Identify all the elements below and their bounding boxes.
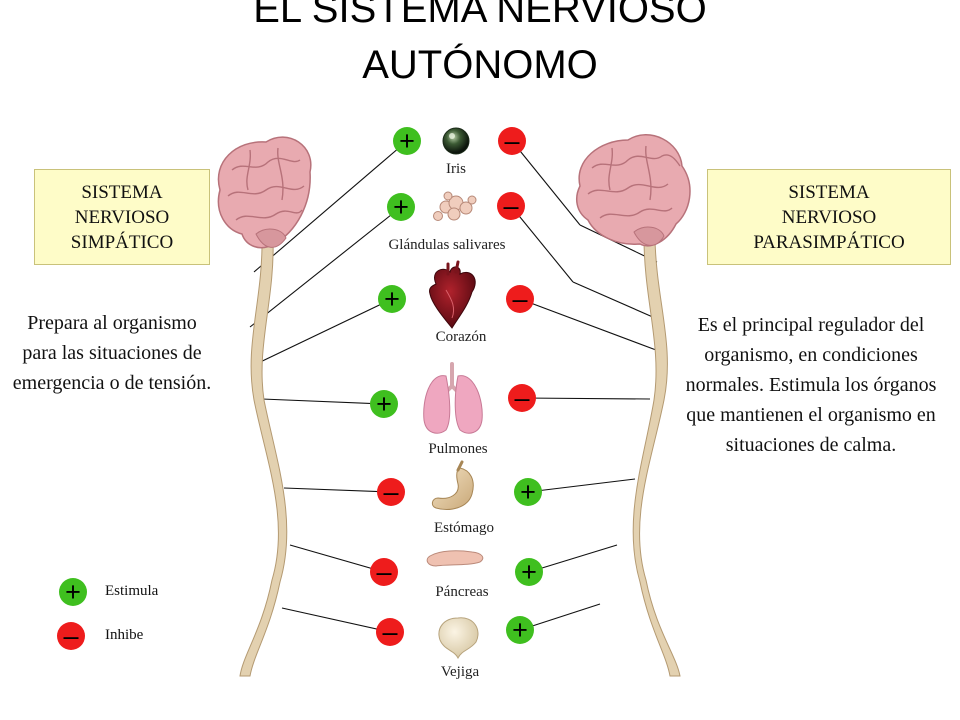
- heart-icon: [429, 260, 476, 329]
- nerve-lines: [249, 140, 658, 633]
- nerve-line-para-bladder: [519, 603, 601, 631]
- svg-text:–: –: [382, 617, 397, 647]
- organ-label-pancreas: Páncreas: [435, 584, 489, 600]
- organ-label-stomach: Estómago: [434, 520, 494, 536]
- badge-symp-lungs: +: [370, 389, 398, 419]
- lungs-icon: [423, 362, 483, 434]
- nerve-line-para-pancreas: [528, 544, 618, 573]
- svg-text:–: –: [504, 126, 519, 156]
- svg-text:–: –: [63, 621, 78, 651]
- nerve-line-symp-stomach: [283, 487, 392, 493]
- organ-label-salivary-glands: Glándulas salivares: [388, 237, 506, 253]
- badges: + – + – + – + – – + – + – + + –: [57, 126, 543, 651]
- badge-symp-heart: +: [378, 284, 406, 314]
- badge-symp-pancreas: –: [370, 557, 398, 587]
- badge-symp-salivary: +: [387, 192, 415, 222]
- badge-para-heart: –: [506, 284, 534, 314]
- svg-text:–: –: [503, 191, 518, 221]
- salivary-glands-icon: [433, 191, 477, 221]
- badge-symp-bladder: –: [376, 617, 404, 647]
- svg-text:–: –: [514, 383, 529, 413]
- svg-text:+: +: [399, 126, 415, 156]
- nerve-line-para-heart: [519, 298, 657, 351]
- badge-symp-iris: +: [393, 126, 421, 156]
- parasympathetic-system-box: SISTEMA NERVIOSO PARASIMPÁTICO: [707, 169, 951, 265]
- svg-text:–: –: [383, 477, 398, 507]
- pancreas-icon: [426, 550, 484, 567]
- parasympathetic-system-label: SISTEMA NERVIOSO PARASIMPÁTICO: [753, 181, 905, 253]
- title-line-1: EL SISTEMA NERVIOSO: [253, 0, 707, 31]
- badge-para-bladder: +: [506, 615, 534, 645]
- svg-text:–: –: [376, 557, 391, 587]
- sympathetic-system-box: SISTEMA NERVIOSO SIMPÁTICO: [34, 169, 210, 265]
- nerve-line-symp-salivary: [249, 206, 402, 328]
- organ-label-lungs: Pulmones: [428, 441, 488, 457]
- nerve-line-para-stomach: [527, 478, 636, 493]
- organ-label-iris: Iris: [446, 161, 466, 177]
- left-brain: [217, 136, 312, 249]
- iris-icon: [442, 127, 470, 155]
- nerve-line-symp-heart: [251, 298, 393, 367]
- badge-para-iris: –: [498, 126, 526, 156]
- nerve-line-para-salivary-a: [510, 205, 574, 283]
- nerve-line-symp-lungs: [261, 398, 385, 405]
- svg-text:+: +: [521, 557, 537, 587]
- svg-text:+: +: [520, 477, 536, 507]
- svg-text:+: +: [512, 615, 528, 645]
- nerve-line-para-salivary-b: [572, 281, 656, 319]
- nerve-line-para-iris-a: [511, 140, 581, 226]
- left-spinal-cord: [239, 237, 288, 677]
- badge-para-pancreas: +: [515, 557, 543, 587]
- svg-text:+: +: [393, 192, 409, 222]
- badge-symp-stomach: –: [377, 477, 405, 507]
- svg-text:+: +: [376, 389, 392, 419]
- legend-inhibit-badge: –: [57, 621, 85, 651]
- sympathetic-system-label: SISTEMA NERVIOSO SIMPÁTICO: [70, 181, 174, 253]
- legend-stimulate-label: Estimula: [105, 583, 159, 599]
- bladder-icon: [438, 617, 479, 660]
- right-spinal-cord: [632, 237, 681, 677]
- legend-inhibit-label: Inhibe: [105, 627, 144, 643]
- badge-para-stomach: +: [514, 477, 542, 507]
- right-brain: [575, 134, 691, 247]
- stomach-icon: [431, 460, 474, 510]
- legend-stimulate-badge: +: [59, 577, 87, 607]
- title-line-2: AUTÓNOMO: [362, 43, 598, 87]
- svg-text:+: +: [65, 577, 81, 607]
- svg-text:–: –: [512, 284, 527, 314]
- nerve-line-symp-pancreas: [289, 544, 385, 573]
- parasympathetic-description: Es el principal regulador del organismo,…: [685, 314, 937, 456]
- organ-label-heart: Corazón: [435, 329, 487, 345]
- badge-para-salivary: –: [497, 191, 525, 221]
- svg-text:+: +: [384, 284, 400, 314]
- badge-para-lungs: –: [508, 383, 536, 413]
- nerve-line-symp-bladder: [281, 607, 391, 633]
- organ-label-bladder: Vejiga: [440, 664, 480, 680]
- nerve-line-symp-iris: [253, 140, 408, 273]
- nerve-line-para-lungs: [521, 397, 651, 400]
- sympathetic-description: Prepara al organismo para las situacione…: [12, 312, 212, 394]
